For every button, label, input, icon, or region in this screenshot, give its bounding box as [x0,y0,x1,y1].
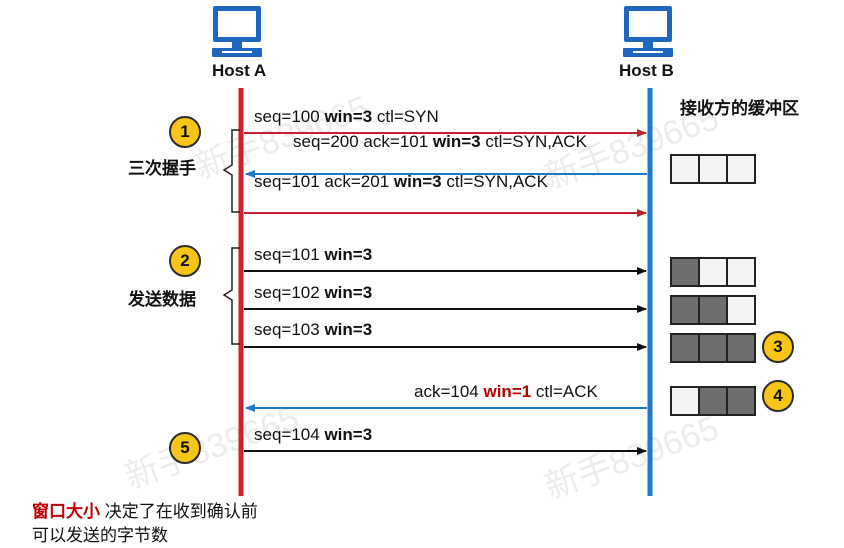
buffer-cell-filled [700,388,728,414]
message-window: win=3 [432,132,481,151]
receive-buffer [670,154,756,184]
buffer-cell-empty [728,297,754,323]
message-pre: seq=102 [254,283,325,302]
receive-buffer [670,333,756,363]
message-data-101: seq=101 win=3 [254,245,372,265]
message-pre: seq=103 [254,320,325,339]
buffer-cell-filled [672,297,700,323]
message-syn: seq=100 win=3 ctl=SYN [254,107,439,127]
message-syn-ack: seq=200 ack=101 win=3 ctl=SYN,ACK [293,132,587,152]
receive-buffer [670,295,756,325]
message-window: win=3 [324,107,373,126]
note-highlight: 窗口大小 [32,502,100,521]
buffer-cell-filled [700,335,728,361]
message-data-102: seq=102 win=3 [254,283,372,303]
message-pre: seq=100 [254,107,325,126]
message-pre: seq=104 [254,425,325,444]
message-ack-104: ack=104 win=1 ctl=ACK [414,382,598,402]
receive-buffer [670,386,756,416]
handshake-label: 三次握手 [128,159,196,178]
buffer-cell-filled [728,388,754,414]
step-badge-1: 1 [169,116,201,148]
message-post: ctl=ACK [531,382,598,401]
send-brace [222,247,240,345]
host-b-label: Host B [619,61,674,80]
buffer-cell-filled [728,335,754,361]
message-window: win=3 [324,283,373,302]
buffer-cell-empty [728,259,754,285]
buffer-cell-filled [700,297,728,323]
step-badge-4: 4 [762,380,794,412]
buffer-cell-filled [672,335,700,361]
message-post: ctl=SYN,ACK [480,132,587,151]
message-post: ctl=SYN,ACK [441,172,548,191]
buffer-title: 接收方的缓冲区 [680,99,799,118]
message-window: win=3 [324,245,373,264]
message-window: win=3 [324,425,373,444]
buffer-cell-empty [700,156,728,182]
handshake-brace [222,129,240,213]
message-window: win=3 [324,320,373,339]
buffer-cell-empty [672,388,700,414]
message-pre: seq=200 ack=101 [293,132,433,151]
message-ack: seq=101 ack=201 win=3 ctl=SYN,ACK [254,172,548,192]
message-window: win=1 [483,382,532,401]
message-data-104: seq=104 win=3 [254,425,372,445]
message-pre: seq=101 [254,245,325,264]
receive-buffer [670,257,756,287]
buffer-cell-filled [672,259,700,285]
host-b-computer-icon [623,6,673,57]
message-window: win=3 [393,172,442,191]
step-badge-5: 5 [169,432,201,464]
step-badge-3: 3 [762,331,794,363]
window-size-note: 窗口大小 决定了在收到确认前可以发送的字节数 [32,500,272,548]
host-a-computer-icon [212,6,262,57]
send-data-label: 发送数据 [128,290,196,309]
note-text: 决定了在收到确认前可以发送的字节数 [32,502,258,545]
host-a-label: Host A [212,61,267,80]
buffer-cell-empty [700,259,728,285]
buffer-cell-empty [672,156,700,182]
step-badge-2: 2 [169,245,201,277]
message-post: ctl=SYN [372,107,439,126]
buffer-cell-empty [728,156,754,182]
message-pre: seq=101 ack=201 [254,172,394,191]
message-data-103: seq=103 win=3 [254,320,372,340]
message-pre: ack=104 [414,382,484,401]
